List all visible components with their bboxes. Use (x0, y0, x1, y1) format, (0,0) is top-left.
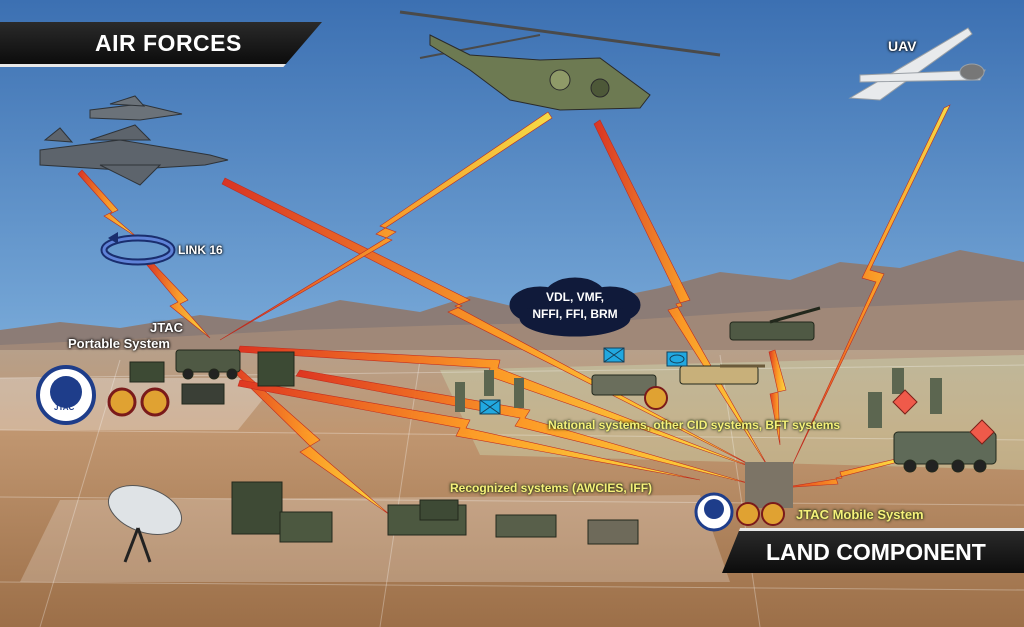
fighter-jet-icon (39, 124, 229, 186)
bolt-tank-mobile (768, 349, 787, 446)
recognized-systems-label: Recognized systems (AWCIES, IFF) (450, 481, 653, 495)
land-component-title: LAND COMPONENT (766, 539, 986, 565)
jtac-badge-label: JTAC (54, 403, 75, 412)
jtac-portable-label-line1: JTAC (150, 320, 183, 335)
bolt-jtac-radar (225, 359, 391, 516)
protocol-cloud (509, 277, 641, 337)
link16-label: LINK 16 (178, 243, 223, 257)
protocol-cloud-line1: VDL, VMF, (545, 290, 604, 304)
jtac-portable-label-line2: Portable System (68, 336, 170, 351)
bolt-heli-mobile (593, 119, 771, 471)
protocol-cloud-line2: NFFI, FFI, BRM (532, 307, 618, 321)
soldiers (455, 368, 942, 508)
jtac-mobile-label: JTAC Mobile System (796, 507, 924, 522)
uav-drone-icon (848, 27, 986, 101)
fighter-jet-2-icon (89, 95, 183, 121)
jtac-badges (36, 365, 785, 532)
bolt-truck-mobile (295, 369, 756, 486)
bolt-apc-mobile (779, 457, 901, 489)
unit-markers (479, 347, 995, 445)
air-forces-banner: AIR FORCES (0, 22, 322, 67)
protocol-cloud-text: VDL, VMF, NFFI, FFI, BRM (518, 289, 632, 323)
bolt-jets-link16 (77, 169, 139, 239)
uav-label: UAV (888, 38, 917, 54)
link16-ring-icon (100, 232, 176, 266)
helicopter-icon (399, 10, 721, 111)
land-component-banner: LAND COMPONENT (722, 528, 1024, 573)
satellite-dish-icon (108, 485, 182, 563)
bolt-jtac-national (237, 379, 701, 481)
bolt-link16-jtac (145, 259, 211, 339)
bolt-uav-mobile (789, 104, 951, 471)
national-systems-label: National systems, other CID systems, BFT… (548, 418, 841, 432)
air-forces-title: AIR FORCES (95, 30, 242, 56)
bolt-heli-jtac (219, 111, 553, 341)
ground-vehicles (129, 306, 997, 545)
